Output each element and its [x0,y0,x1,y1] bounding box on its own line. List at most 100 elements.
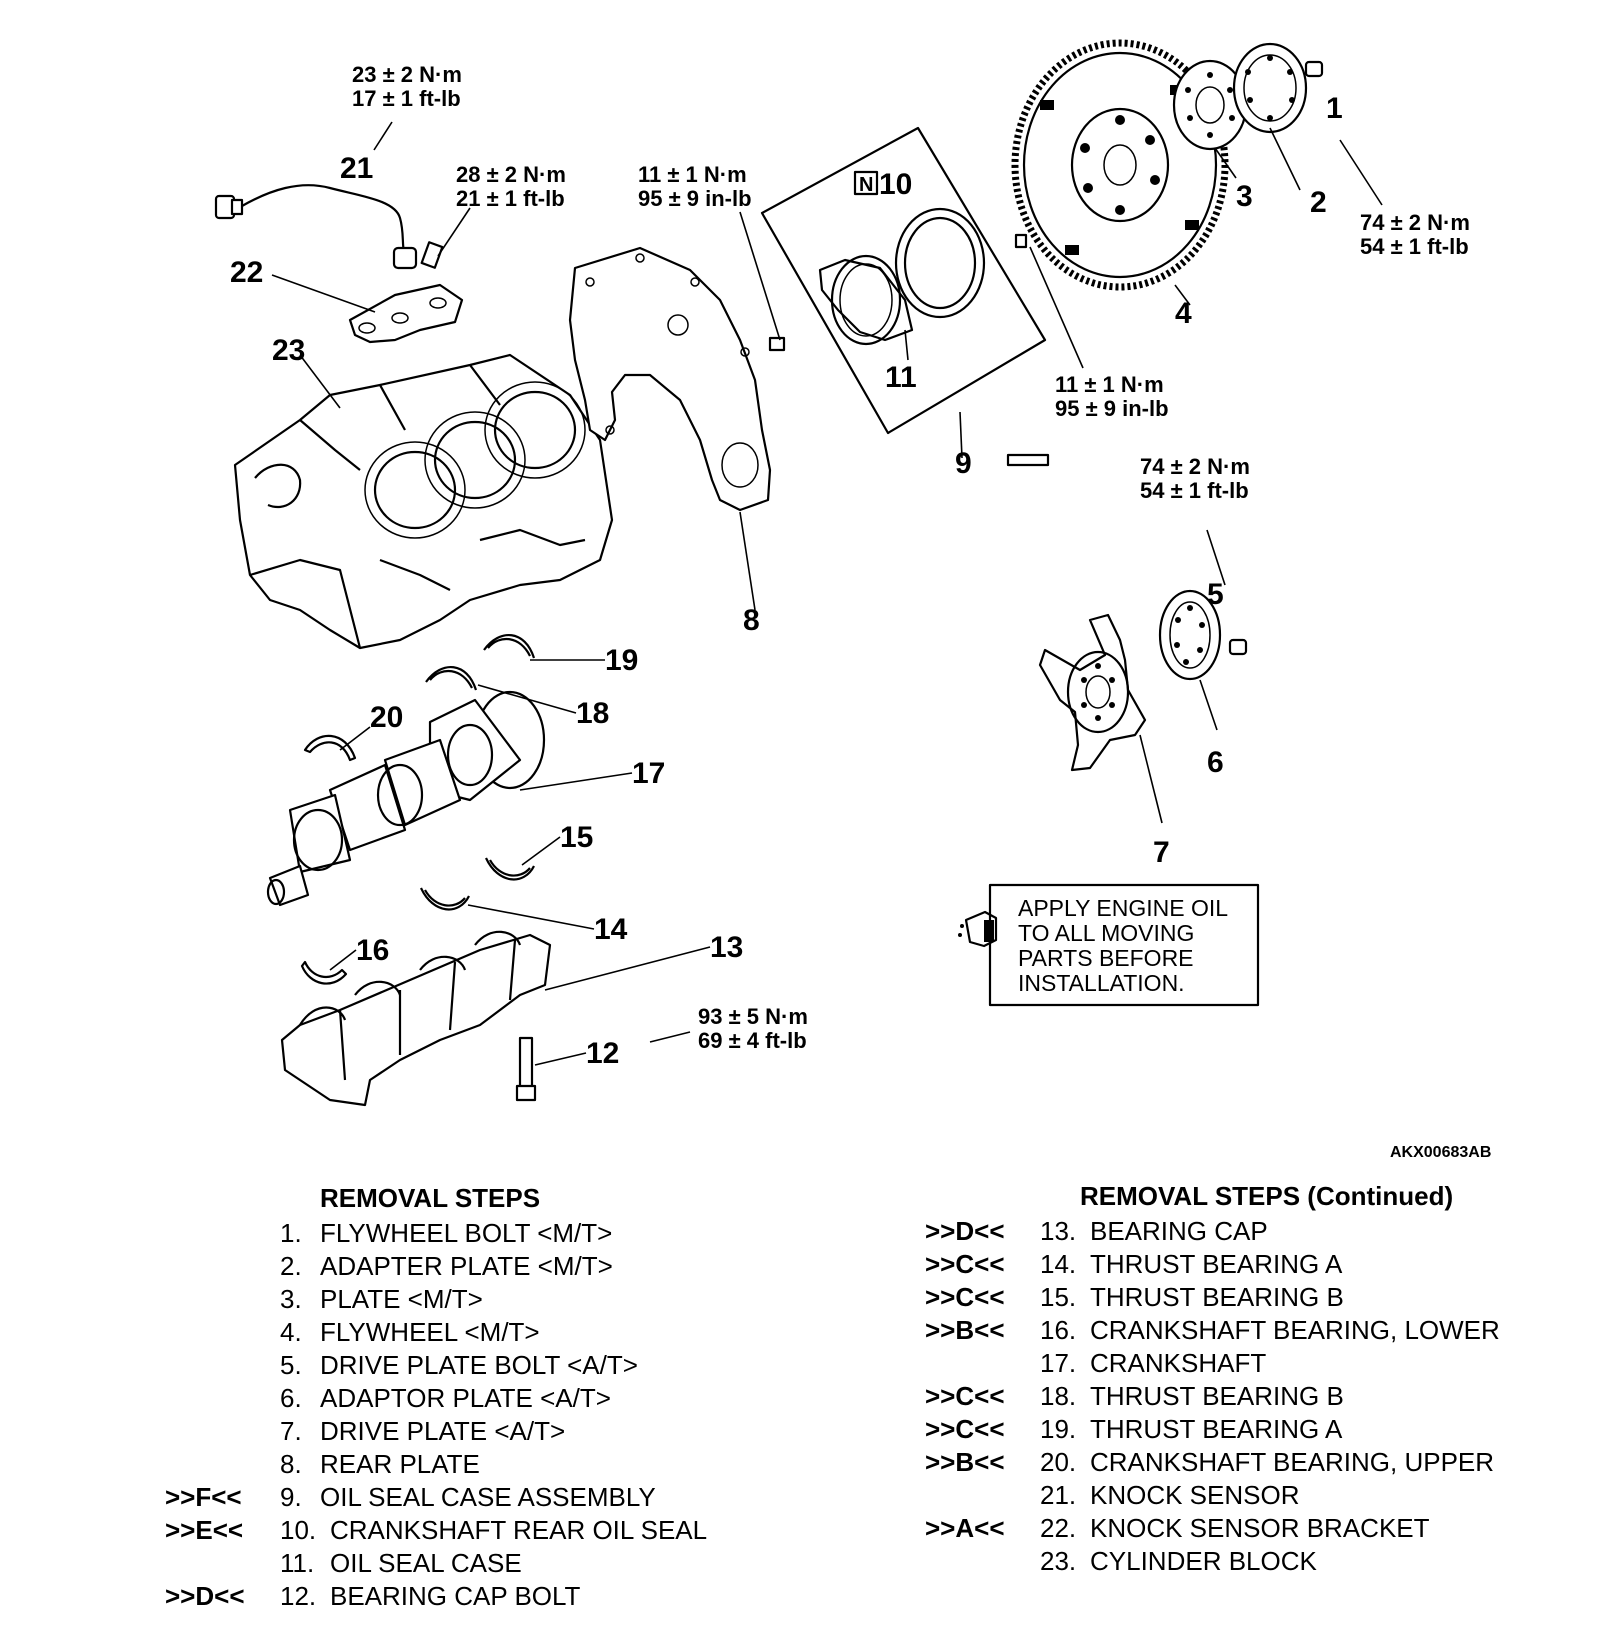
callout-2: 2 [1310,186,1327,219]
callout-14: 14 [594,913,628,946]
removal-step-row: 5. DRIVE PLATE BOLT <A/T> [165,1349,765,1382]
step-description: CYLINDER BLOCK [1090,1546,1317,1576]
crankshaft-rear-oil-seal-drawing [894,207,986,319]
drive-plate-drawing [1038,613,1147,772]
oil-seal-case-bolt-2-drawing [1014,233,1028,249]
callout-23: 23 [272,334,305,367]
crankshaft-bearing-lower-drawing [300,960,348,985]
removal-step-row: 4.FLYWHEEL <M/T> [165,1316,765,1349]
knock-sensor-bracket-drawing [348,241,464,344]
callout-19: 19 [605,644,638,677]
flywheel-bolt-drawing [1304,60,1324,78]
step-number: 14. [1040,1249,1077,1279]
step-description: DRIVE PLATE BOLT <A/T> [320,1350,638,1380]
torque-knock-sensor-ftlb: 17 ± 1 ft-lb [352,86,461,111]
new-part-mark: N [859,174,873,196]
removal-step-row: 2.ADAPTER PLATE <M/T> [165,1250,765,1283]
callout-22: 22 [230,256,263,289]
step-description: OIL SEAL CASE ASSEMBLY [320,1482,656,1512]
step-description: KNOCK SENSOR BRACKET [1090,1513,1430,1543]
torque-bearing-cap-nm: 93 ± 5 N·m [698,1004,808,1029]
step-procedure-mark: >>B<< [925,1315,1005,1345]
new-part-box [853,170,879,196]
step-procedure-mark: >>C<< [925,1414,1005,1444]
step-description: ADAPTOR PLATE <A/T> [320,1383,611,1413]
rear-plate-drawing [568,246,772,512]
removal-step-row: >>F<<9.OIL SEAL CASE ASSEMBLY [165,1481,765,1514]
step-number: 20. [1040,1447,1077,1477]
step-number: 18. [1040,1381,1077,1411]
callout-3: 3 [1236,180,1253,213]
step-description: THRUST BEARING A [1090,1249,1343,1279]
step-description: CRANKSHAFT BEARING, LOWER [1090,1315,1500,1345]
torque-bracket-ftlb: 21 ± 1 ft-lb [456,186,565,211]
adaptor-plate-drawing [1158,589,1222,681]
removal-step-row: >>A<<22.KNOCK SENSOR BRACKET [925,1512,1525,1545]
step-procedure-mark: >>A<< [925,1513,1005,1543]
removal-step-row: 1.FLYWHEEL BOLT <M/T> [165,1217,765,1250]
torque-bearing-cap-ftlb: 69 ± 4 ft-lb [698,1028,807,1053]
thrust-bearing-a-19-drawing [483,634,536,659]
step-number: 5. [280,1350,302,1380]
removal-steps-list: REMOVAL STEPS 1.FLYWHEEL BOLT <M/T>2.ADA… [165,1182,765,1613]
callout-9: 9 [955,447,972,480]
step-number: 17. [1040,1348,1077,1378]
callout-16: 16 [356,934,389,967]
callout-13: 13 [710,931,743,964]
removal-step-row: >>C<<18.THRUST BEARING B [925,1380,1525,1413]
removal-step-row: >>E<<10.CRANKSHAFT REAR OIL SEAL [165,1514,765,1547]
removal-step-row: >>C<<15.THRUST BEARING B [925,1281,1525,1314]
removal-step-row: 3.PLATE <M/T> [165,1283,765,1316]
thrust-bearing-a-14-drawing [420,887,470,911]
callout-11: 11 [885,361,917,394]
torque-oil-seal-case-nm: 11 ± 1 N·m [1055,372,1164,397]
note-box [988,883,1260,1007]
step-number: 4. [280,1317,302,1347]
removal-step-row: >>D<<13.BEARING CAP [925,1215,1525,1248]
callout-20: 20 [370,701,403,734]
step-number: 19. [1040,1414,1077,1444]
note-line-1: APPLY ENGINE OIL [1018,895,1228,921]
figure-code: AKX00683AB [1390,1144,1491,1161]
step-description: CRANKSHAFT [1090,1348,1267,1378]
removal-step-row: >>C<<14.THRUST BEARING A [925,1248,1525,1281]
step-number: 7. [280,1416,302,1446]
removal-step-row: 7. DRIVE PLATE <A/T> [165,1415,765,1448]
callout-12: 12 [586,1037,619,1070]
note-line-3: PARTS BEFORE [1018,945,1194,971]
step-number: 16. [1040,1315,1077,1345]
bearing-cap-bolt-drawing [515,1036,537,1102]
removal-step-row: >>C<<19.THRUST BEARING A [925,1413,1525,1446]
adapter-plate-drawing [1232,42,1308,134]
oil-seal-case-assembly-box [760,126,1047,435]
step-procedure-mark: >>C<< [925,1282,1005,1312]
torque-flywheel-nm: 74 ± 2 N·m [1360,210,1470,235]
oil-seal-case-drawing [818,254,914,346]
step-number: 23. [1040,1546,1077,1576]
torque-drive-plate-nm: 74 ± 2 N·m [1140,454,1250,479]
step-number: 21. [1040,1480,1077,1510]
torque-flywheel-ftlb: 54 ± 1 ft-lb [1360,234,1469,259]
removal-step-row: >>B<< 16. CRANKSHAFT BEARING, LOWER [925,1314,1525,1347]
callout-4: 4 [1175,297,1192,330]
step-number: 15. [1040,1282,1077,1312]
oil-seal-case-bolt-drawing [1006,453,1050,467]
thrust-bearing-b-18-drawing [425,666,478,691]
knock-sensor-drawing [214,184,418,270]
torque-knock-sensor-nm: 23 ± 2 N·m [352,62,462,87]
removal-step-row: 23. CYLINDER BLOCK [925,1545,1525,1578]
step-number: 2. [280,1251,302,1281]
step-description: BEARING CAP [1090,1216,1268,1246]
callout-10: 10 [879,168,912,201]
bearing-cap-drawing [280,930,552,1107]
callout-21: 21 [340,152,373,185]
removal-step-row: >>D<<12.BEARING CAP BOLT [165,1580,765,1613]
leader-lines [271,121,1383,1066]
step-description: DRIVE PLATE <A/T> [320,1416,566,1446]
step-number: 6. [280,1383,302,1413]
callout-15: 15 [560,821,593,854]
step-procedure-mark: >>C<< [925,1381,1005,1411]
step-description: CRANKSHAFT BEARING, UPPER [1090,1447,1495,1477]
step-description: PLATE <M/T> [320,1284,483,1314]
